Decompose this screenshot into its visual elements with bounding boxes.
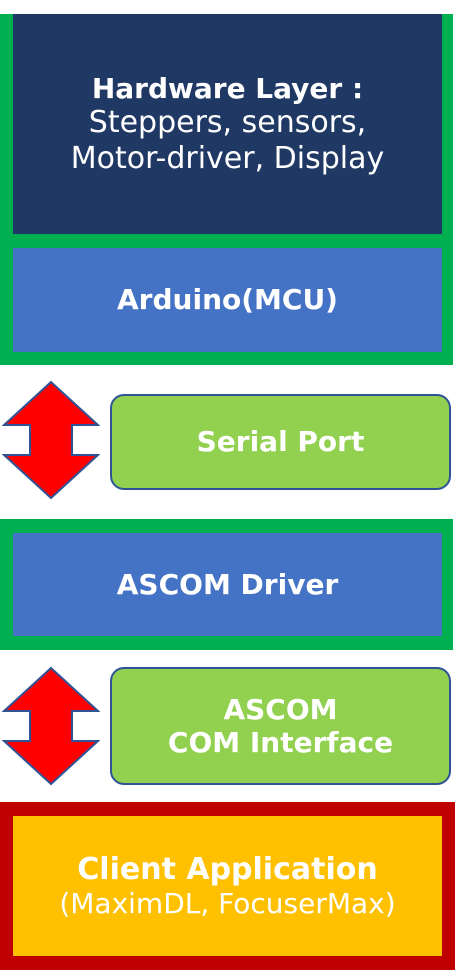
client-application-subtitle: (MaximDL, FocuserMax) bbox=[59, 887, 396, 921]
ascom-driver-label: ASCOM Driver bbox=[116, 567, 339, 601]
hardware-layer-title: Hardware Layer : bbox=[91, 72, 364, 106]
double-arrow-icon bbox=[2, 380, 100, 500]
double-arrow-icon bbox=[2, 666, 100, 786]
mcu-box: Arduino(MCU) bbox=[13, 248, 442, 352]
hardware-layer-line2: Steppers, sensors, bbox=[88, 105, 367, 141]
mcu-label: Arduino(MCU) bbox=[117, 283, 338, 317]
com-interface-line2: COM Interface bbox=[167, 726, 394, 759]
hardware-layer-line3: Motor-driver, Display bbox=[70, 140, 385, 176]
com-interface-line1: ASCOM bbox=[223, 692, 338, 726]
serial-port-box: Serial Port bbox=[110, 394, 451, 490]
hardware-layer-box: Hardware Layer : Steppers, sensors, Moto… bbox=[13, 14, 442, 234]
client-application-box: Client Application (MaximDL, FocuserMax) bbox=[13, 816, 442, 956]
com-interface-box: ASCOM COM Interface bbox=[110, 667, 451, 785]
serial-port-label: Serial Port bbox=[196, 425, 365, 459]
client-application-title: Client Application bbox=[77, 851, 378, 887]
ascom-driver-box: ASCOM Driver bbox=[13, 533, 442, 636]
